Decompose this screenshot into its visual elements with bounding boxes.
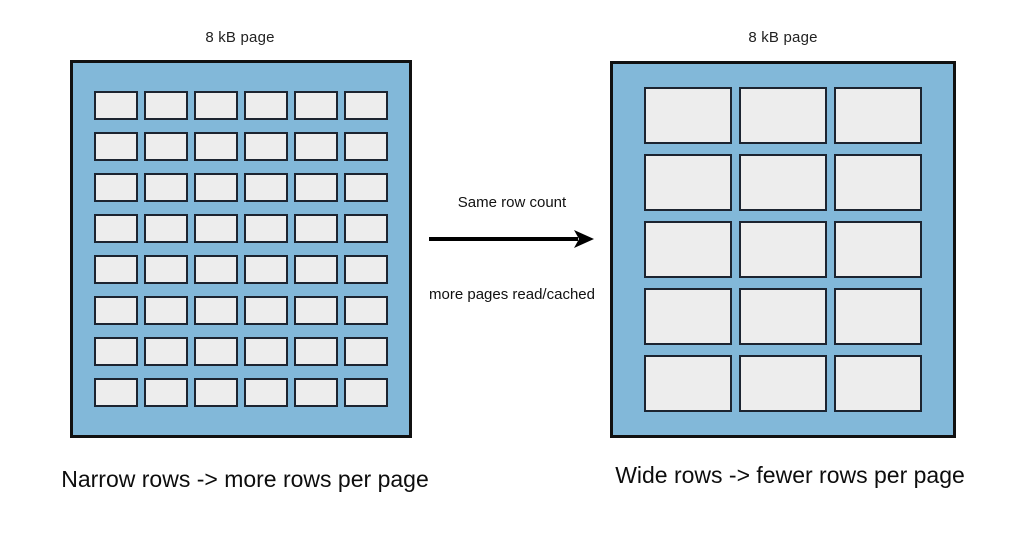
left-row-cell [344, 296, 388, 325]
left-row-cell [144, 378, 188, 407]
right-row-cell [644, 221, 732, 278]
left-row-cell [244, 173, 288, 202]
left-page-label: 8 kB page [205, 29, 275, 46]
left-row-cell [344, 378, 388, 407]
right-row-cell [644, 87, 732, 144]
left-row-cell [194, 91, 238, 120]
left-row-cell [194, 255, 238, 284]
left-row-cell [294, 91, 338, 120]
right-row-grid [644, 87, 922, 412]
middle-bottom-label: more pages read/cached [429, 286, 595, 303]
left-row-cell [344, 214, 388, 243]
left-row-cell [194, 296, 238, 325]
right-row-cell [739, 87, 827, 144]
left-row-cell [194, 214, 238, 243]
right-page-label: 8 kB page [748, 29, 818, 46]
left-row-cell [194, 173, 238, 202]
left-row-cell [344, 173, 388, 202]
left-row-cell [244, 255, 288, 284]
left-row-cell [94, 173, 138, 202]
left-row-cell [144, 296, 188, 325]
left-row-cell [294, 214, 338, 243]
right-row-cell [834, 355, 922, 412]
left-row-cell [244, 132, 288, 161]
left-row-cell [94, 378, 138, 407]
left-row-cell [344, 91, 388, 120]
left-row-cell [294, 378, 338, 407]
left-row-cell [244, 378, 288, 407]
left-row-cell [344, 255, 388, 284]
left-row-cell [244, 214, 288, 243]
left-row-cell [94, 255, 138, 284]
left-row-cell [294, 255, 338, 284]
left-row-cell [144, 173, 188, 202]
left-row-cell [144, 255, 188, 284]
right-row-cell [834, 154, 922, 211]
right-caption: Wide rows -> fewer rows per page [615, 462, 965, 488]
left-row-cell [144, 214, 188, 243]
left-row-cell [244, 337, 288, 366]
left-row-cell [94, 296, 138, 325]
left-row-grid [94, 91, 388, 407]
left-row-cell [244, 296, 288, 325]
left-row-cell [144, 91, 188, 120]
left-row-cell [194, 378, 238, 407]
left-row-cell [294, 173, 338, 202]
left-row-cell [344, 132, 388, 161]
right-row-cell [834, 221, 922, 278]
left-row-cell [294, 132, 338, 161]
left-row-cell [144, 132, 188, 161]
left-row-cell [294, 296, 338, 325]
right-row-cell [644, 355, 732, 412]
left-caption: Narrow rows -> more rows per page [61, 466, 429, 492]
right-row-cell [834, 288, 922, 345]
left-row-cell [244, 91, 288, 120]
right-row-cell [644, 288, 732, 345]
middle-top-label: Same row count [457, 194, 567, 211]
left-page-block [70, 60, 412, 438]
left-row-cell [94, 132, 138, 161]
arrow-right-icon [428, 226, 596, 252]
right-page-block [610, 61, 956, 438]
right-row-cell [739, 288, 827, 345]
right-row-cell [739, 221, 827, 278]
left-row-cell [94, 91, 138, 120]
right-row-cell [739, 355, 827, 412]
left-row-cell [94, 337, 138, 366]
left-row-cell [344, 337, 388, 366]
left-row-cell [94, 214, 138, 243]
right-row-cell [834, 87, 922, 144]
right-row-cell [644, 154, 732, 211]
right-row-cell [739, 154, 827, 211]
left-row-cell [194, 132, 238, 161]
left-row-cell [144, 337, 188, 366]
left-row-cell [194, 337, 238, 366]
left-row-cell [294, 337, 338, 366]
